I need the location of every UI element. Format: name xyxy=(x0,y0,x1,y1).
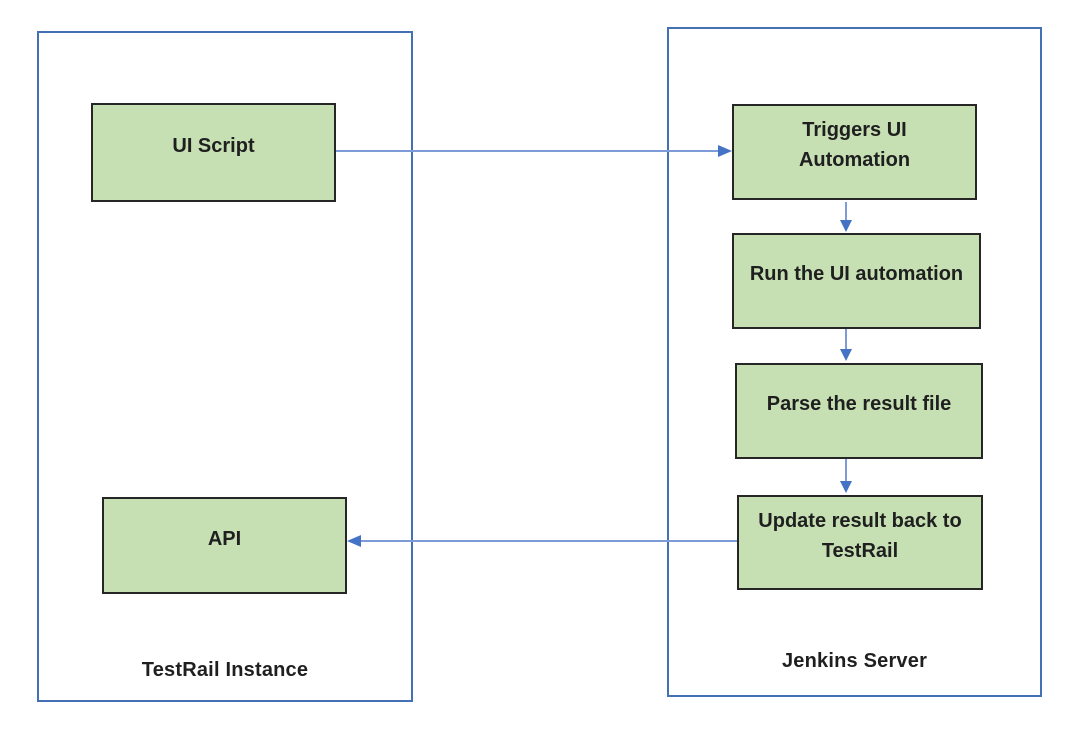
jenkins-server-caption: Jenkins Server xyxy=(781,650,928,672)
node-api-label: API xyxy=(207,527,242,550)
jenkins-server-container xyxy=(667,27,1042,697)
testrail-instance-caption: TestRail Instance xyxy=(141,659,309,681)
node-ui-script-label: UI Script xyxy=(172,134,255,157)
node-parse-result-file-label: Parse the result file xyxy=(766,393,952,415)
node-run-ui-automation-label: Run the UI automation xyxy=(749,263,964,285)
node-run-ui-automation: Run the UI automation xyxy=(732,233,981,329)
node-update-result-to-testrail: Update result back to TestRail xyxy=(737,495,983,590)
node-parse-result-file: Parse the result file xyxy=(735,363,983,459)
node-update-result-to-testrail-label: Update result back to TestRail xyxy=(758,509,962,562)
node-triggers-ui-automation: Triggers UI Automation xyxy=(732,104,977,200)
testrail-instance-container xyxy=(37,31,413,702)
node-api: API xyxy=(102,497,347,594)
node-triggers-ui-automation-label: Triggers UI Automation xyxy=(798,119,911,171)
node-ui-script: UI Script xyxy=(91,103,336,202)
